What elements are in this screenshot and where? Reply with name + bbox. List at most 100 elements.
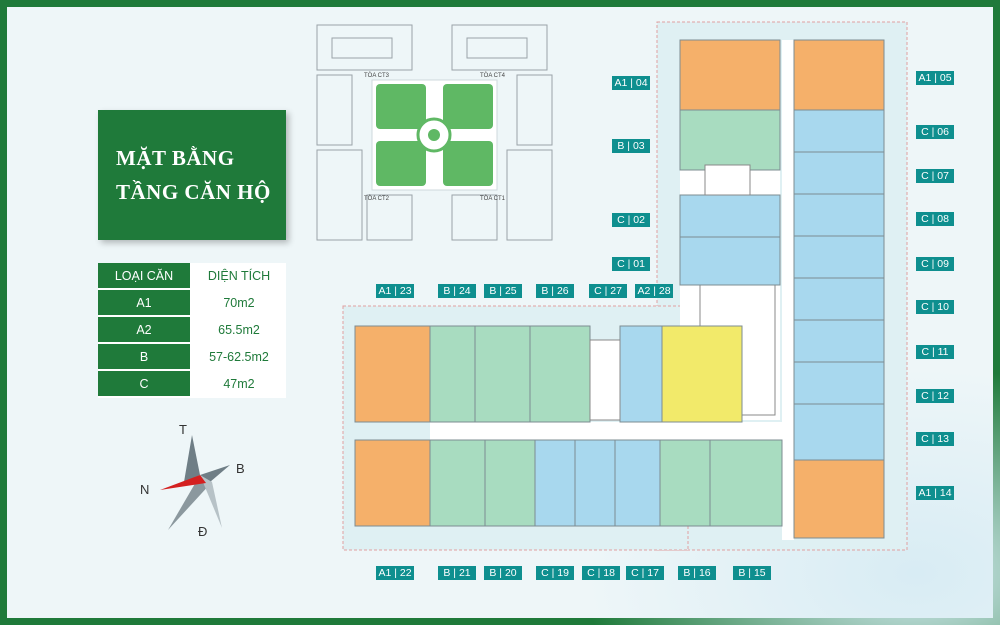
compass-label-top: T — [179, 422, 187, 437]
table-row: A2 65.5m2 — [98, 316, 286, 344]
building-outlines — [316, 24, 553, 241]
header-type: LOẠI CĂN — [98, 263, 192, 290]
unit-b-21 — [429, 439, 486, 527]
unit-label-c-02: C | 02 — [612, 213, 650, 227]
table-row: B 57-62.5m2 — [98, 343, 286, 371]
unit-c-09 — [793, 235, 885, 279]
unit-c-13 — [793, 403, 885, 461]
unit-a2-28 — [661, 325, 743, 423]
compass-label-north: N — [140, 482, 149, 497]
unit-c-12 — [793, 361, 885, 405]
unit-label-b-24: B | 24 — [438, 284, 476, 298]
compass-arm-bottom — [168, 475, 212, 530]
table-header-row: LOẠI CĂN DIỆN TÍCH — [98, 263, 286, 290]
unit-b-25 — [474, 325, 531, 423]
unit-label-c-11: C | 11 — [916, 345, 954, 359]
unit-b-20 — [484, 439, 536, 527]
area-table: LOẠI CĂN DIỆN TÍCH A1 70m2 A2 65.5m2 B 5… — [98, 263, 286, 398]
unit-label-a2-28: A2 | 28 — [635, 284, 673, 298]
unit-label-c-17: C | 17 — [626, 566, 664, 580]
row-area: 65.5m2 — [191, 316, 286, 344]
unit-b-16 — [659, 439, 711, 527]
table-row: C 47m2 — [98, 370, 286, 398]
unit-b-24 — [429, 325, 476, 423]
unit-label-c-27: C | 27 — [589, 284, 627, 298]
unit-label-b-15: B | 15 — [733, 566, 771, 580]
park-fountain — [428, 129, 440, 141]
unit-b-15 — [709, 439, 783, 527]
corridor-east — [782, 40, 794, 540]
compass-label-east: B — [236, 461, 245, 476]
park-quadrant-tr — [443, 84, 493, 129]
unit-a1-22 — [354, 439, 431, 527]
tower-label-ct2: TÒA CT2 — [364, 195, 390, 202]
unit-label-b-20: B | 20 — [484, 566, 522, 580]
compass-label-south: Đ — [198, 524, 207, 539]
unit-label-c-07: C | 07 — [916, 169, 954, 183]
park-quadrant-tl — [376, 84, 426, 129]
unit-label-a1-05: A1 | 05 — [916, 71, 954, 85]
park-quadrant-bl — [376, 141, 426, 186]
compass-arm-right — [200, 465, 230, 482]
unit-label-c-01: C | 01 — [612, 257, 650, 271]
unit-c-27 — [619, 325, 663, 423]
unit-a1-04 — [679, 39, 781, 111]
title-line-1: MẶT BẰNG — [116, 146, 235, 170]
unit-c-11 — [793, 319, 885, 363]
unit-label-c-19: C | 19 — [536, 566, 574, 580]
unit-label-a1-22: A1 | 22 — [376, 566, 414, 580]
unit-c-19 — [534, 439, 576, 527]
unit-label-c-06: C | 06 — [916, 125, 954, 139]
unit-label-c-08: C | 08 — [916, 212, 954, 226]
row-area: 57-62.5m2 — [191, 343, 286, 371]
unit-c-10 — [793, 277, 885, 321]
unit-label-b-26: B | 26 — [536, 284, 574, 298]
unit-label-a1-23: A1 | 23 — [376, 284, 414, 298]
unit-a1-23 — [354, 325, 431, 423]
tower-label-ct4: TÒA CT4 — [480, 72, 506, 79]
unit-label-c-09: C | 09 — [916, 257, 954, 271]
unit-c-02 — [679, 194, 781, 238]
row-type: C — [98, 370, 192, 398]
unit-label-b-25: B | 25 — [484, 284, 522, 298]
row-type: A1 — [98, 289, 192, 317]
site-plan: TÒA CT3 TÒA CT4 TÒA CT2 TÒA CT1 — [316, 24, 553, 241]
tower-label-ct1: TÒA CT1 — [480, 195, 506, 202]
row-area: 70m2 — [191, 289, 286, 317]
park-quadrant-br — [443, 141, 493, 186]
unit-b-03 — [679, 109, 781, 171]
unit-c-17 — [614, 439, 661, 527]
unit-label-c-13: C | 13 — [916, 432, 954, 446]
stair-west — [589, 339, 621, 421]
unit-label-c-12: C | 12 — [916, 389, 954, 403]
table-row: A1 70m2 — [98, 289, 286, 317]
compass-rose: T B N Đ — [140, 422, 245, 539]
row-type: A2 — [98, 316, 192, 344]
unit-c-18 — [574, 439, 616, 527]
unit-a1-05 — [793, 39, 885, 111]
corridor-main — [430, 422, 785, 440]
compass-arm-top — [184, 435, 200, 482]
row-area: 47m2 — [191, 370, 286, 398]
unit-c-01 — [679, 236, 781, 286]
title-box: MẶT BẰNG TẦNG CĂN HỘ — [98, 110, 286, 240]
stair-north — [704, 164, 751, 196]
unit-c-08 — [793, 193, 885, 237]
unit-label-a1-14: A1 | 14 — [916, 486, 954, 500]
unit-b-26 — [529, 325, 591, 423]
compass-arm-bottom-right — [200, 475, 222, 528]
unit-label-b-03: B | 03 — [612, 139, 650, 153]
unit-a1-14 — [793, 459, 885, 539]
compass-needle — [160, 475, 206, 490]
unit-c-07 — [793, 151, 885, 195]
unit-c-06 — [793, 109, 885, 153]
unit-label-b-16: B | 16 — [678, 566, 716, 580]
header-area: DIỆN TÍCH — [191, 263, 286, 290]
unit-label-a1-04: A1 | 04 — [612, 76, 650, 90]
unit-label-c-10: C | 10 — [916, 300, 954, 314]
row-type: B — [98, 343, 192, 371]
title-line-2: TẦNG CĂN HỘ — [116, 180, 271, 204]
unit-label-b-21: B | 21 — [438, 566, 476, 580]
